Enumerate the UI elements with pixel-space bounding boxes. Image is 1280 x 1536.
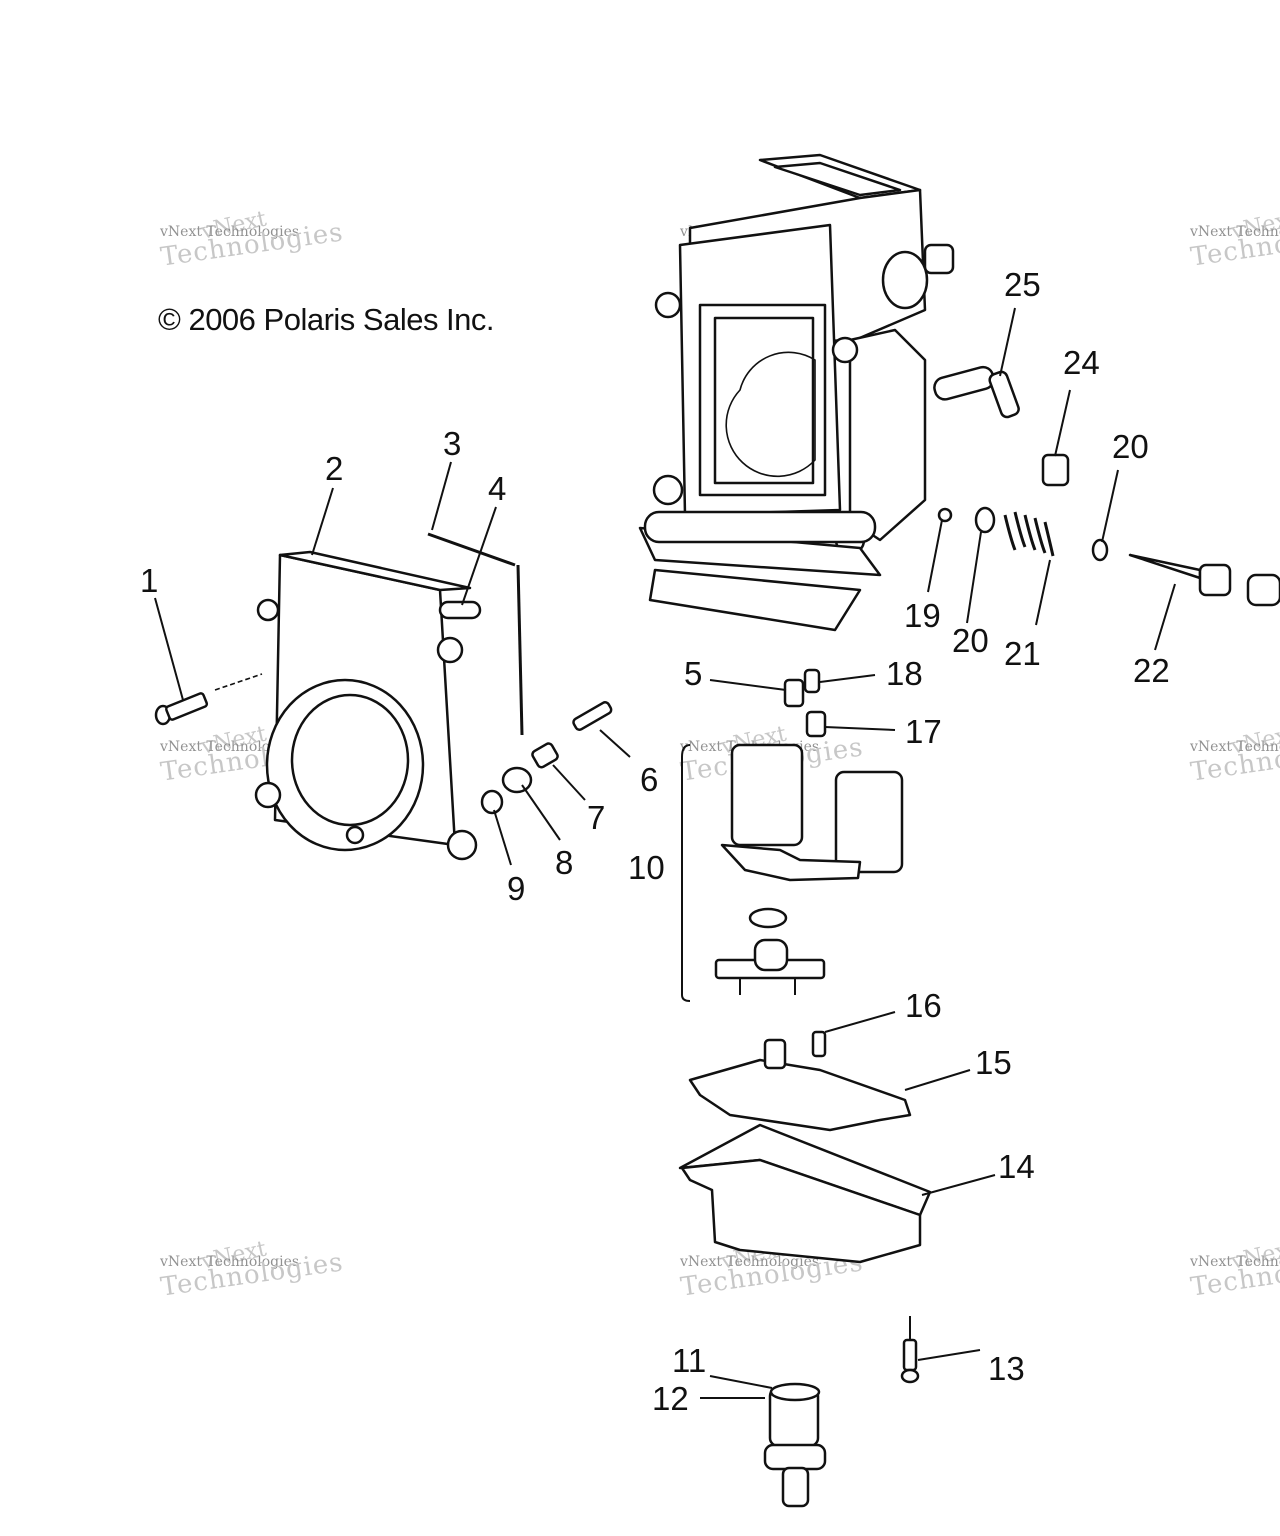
part-10-float-assembly xyxy=(681,743,904,1002)
callout-20-a: 20 xyxy=(952,622,989,659)
callout-6: 6 xyxy=(640,761,658,798)
part-14-float-bowl xyxy=(678,1123,932,1264)
part-19-ring xyxy=(937,507,953,523)
part-5-jet xyxy=(783,678,805,708)
part-6-screw xyxy=(572,701,613,731)
part-21-spring xyxy=(1003,511,1055,557)
callout-24: 24 xyxy=(1063,344,1100,381)
callout-18: 18 xyxy=(886,655,923,692)
callout-3: 3 xyxy=(443,425,461,462)
part-15-gasket xyxy=(688,1038,912,1132)
callout-25: 25 xyxy=(1004,266,1041,303)
callout-13: 13 xyxy=(988,1350,1025,1387)
callout-9: 9 xyxy=(507,870,525,907)
callout-20-b: 20 xyxy=(1112,428,1149,465)
callout-7: 7 xyxy=(587,799,605,836)
part-11-12-drain-fitting xyxy=(763,1382,827,1508)
part-9-oring xyxy=(480,789,504,815)
callout-4: 4 xyxy=(488,470,506,507)
callout-8: 8 xyxy=(555,844,573,881)
part-20-washer-b xyxy=(1091,538,1109,562)
callout-14: 14 xyxy=(998,1148,1035,1185)
part-1-screw xyxy=(154,673,263,726)
leader-lines xyxy=(154,307,1176,1399)
part-17-jet xyxy=(805,710,827,738)
callout-15: 15 xyxy=(975,1044,1012,1081)
part-22-needle xyxy=(1128,553,1280,607)
part-24-cap xyxy=(1041,453,1070,487)
callout-21: 21 xyxy=(1004,635,1041,672)
callout-22: 22 xyxy=(1133,652,1170,689)
callout-5: 5 xyxy=(684,655,702,692)
callout-19: 19 xyxy=(904,597,941,634)
callout-16: 16 xyxy=(905,987,942,1024)
part-20-washer xyxy=(974,506,996,534)
copyright-notice: © 2006 Polaris Sales Inc. xyxy=(158,302,495,337)
callout-labels: 1 2 3 4 5 6 7 8 9 10 11 12 13 14 15 16 1… xyxy=(140,266,1170,1417)
callout-11: 11 xyxy=(672,1342,706,1379)
part-13-screw xyxy=(900,1316,920,1384)
part-3-rod xyxy=(427,532,516,567)
callout-10: 10 xyxy=(628,849,665,886)
callout-2: 2 xyxy=(325,450,343,487)
part-7-spring xyxy=(531,742,559,769)
part-2-flange-plate xyxy=(254,550,478,861)
callout-17: 17 xyxy=(905,713,942,750)
part-4-pin xyxy=(438,600,482,620)
callout-1: 1 xyxy=(140,562,158,599)
carburetor-body xyxy=(638,153,955,632)
part-8-washer xyxy=(501,766,533,794)
callout-12: 12 xyxy=(652,1380,689,1417)
part-16-screw xyxy=(811,1030,827,1058)
part-25-fitting xyxy=(933,365,1020,419)
part-3-rod-lower xyxy=(516,564,524,736)
part-18-jet xyxy=(803,668,821,694)
